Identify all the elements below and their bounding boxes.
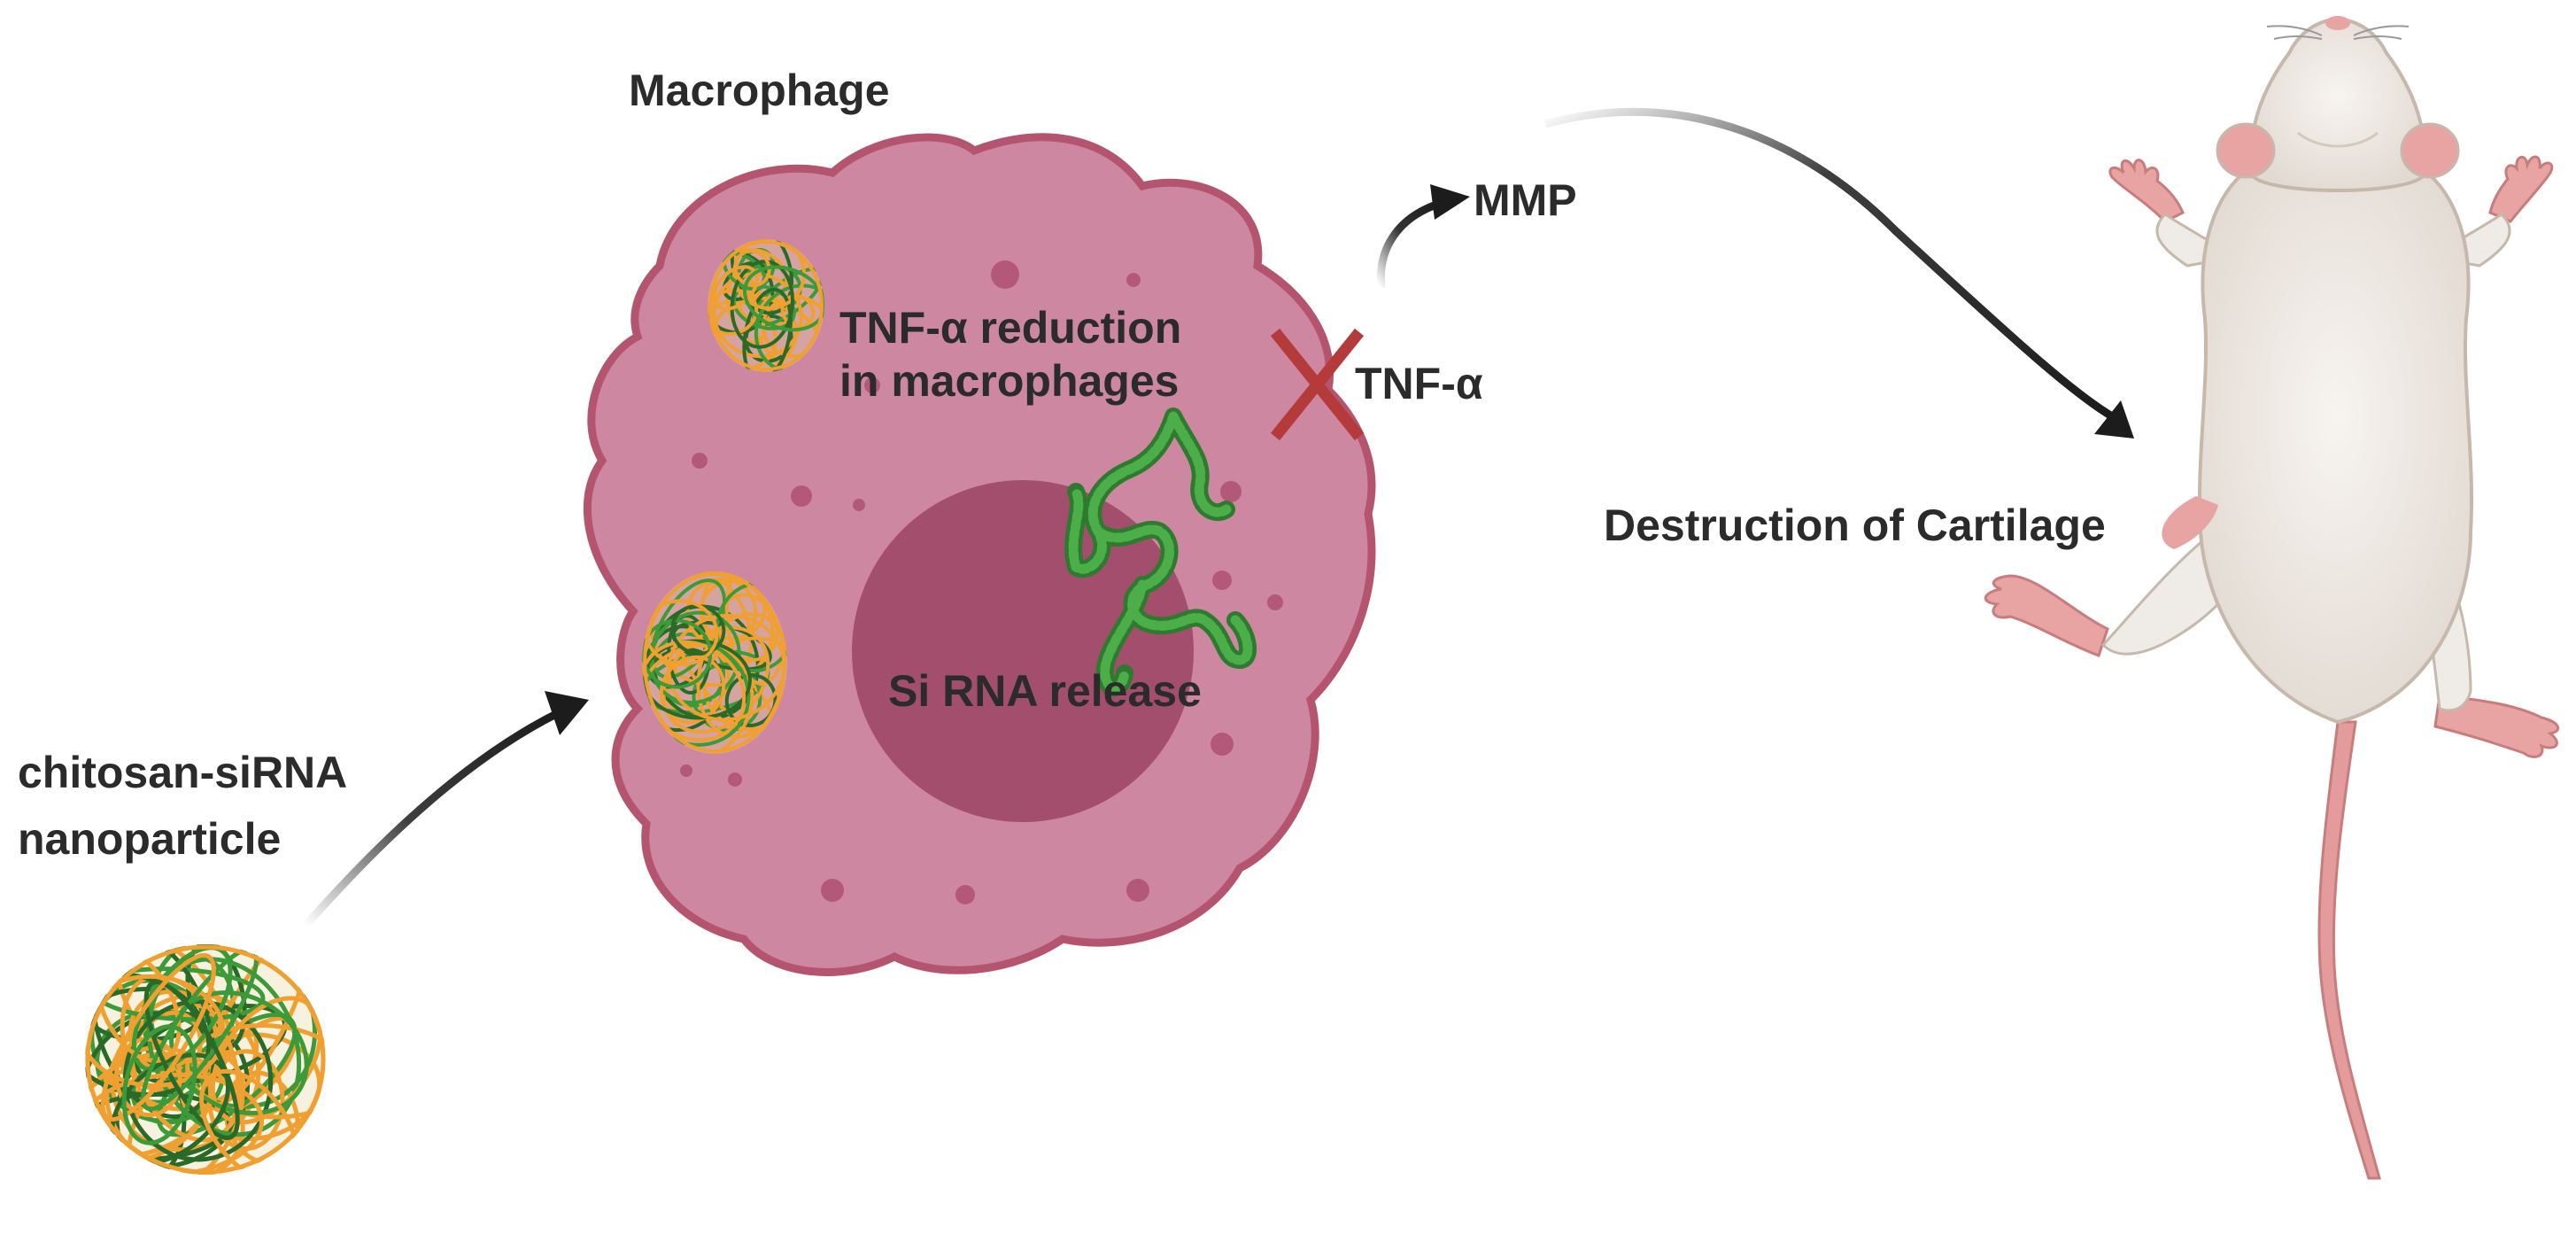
arrow-tnf-to-mmp [1376, 184, 1470, 289]
rat-left-ear [2216, 122, 2276, 179]
mmp-label: MMP [1474, 175, 1577, 225]
tnf-reduction-label: TNF-α reduction in macrophages [839, 301, 1181, 407]
sirna-release-label: Si RNA release [888, 666, 1202, 716]
rat-tail [2317, 720, 2381, 1180]
nucleus-icon [852, 480, 1194, 822]
nanoparticle-label: chitosan-siRNA nanoparticle [18, 740, 347, 873]
inhibition-cross-icon [1270, 328, 1365, 441]
cell-granules [680, 260, 1283, 904]
nanoparticle-in-cell-icon [708, 239, 824, 372]
rat-left-hand [2108, 159, 2185, 223]
rat-left-hind-foot [1984, 574, 2109, 657]
rat-right-hind-foot [2433, 694, 2560, 758]
sirna-strand-icon [1064, 407, 1257, 697]
tnf-alpha-label: TNF-α [1355, 359, 1483, 408]
rat-head [2249, 17, 2426, 192]
rat-right-hand [2488, 155, 2554, 223]
nanoparticle-line1: chitosan-siRNA [18, 748, 348, 797]
nanoparticle-icon [85, 944, 326, 1175]
arrow-nanoparticle-to-cell [302, 691, 589, 928]
rat-right-ear [2400, 122, 2460, 179]
tnf-reduction-line1: TNF-α reduction [839, 303, 1182, 353]
destruction-label: Destruction of Cartilage [1604, 501, 2106, 550]
macrophage-icon [584, 133, 1376, 976]
rat-body [2197, 167, 2474, 725]
rat-icon [1984, 16, 2560, 1180]
nanoparticle-line2: nanoparticle [18, 814, 282, 864]
tnf-reduction-line2: in macrophages [839, 356, 1180, 406]
macrophage-label: Macrophage [629, 66, 890, 115]
arrow-mmp-to-rat [1543, 107, 2134, 438]
